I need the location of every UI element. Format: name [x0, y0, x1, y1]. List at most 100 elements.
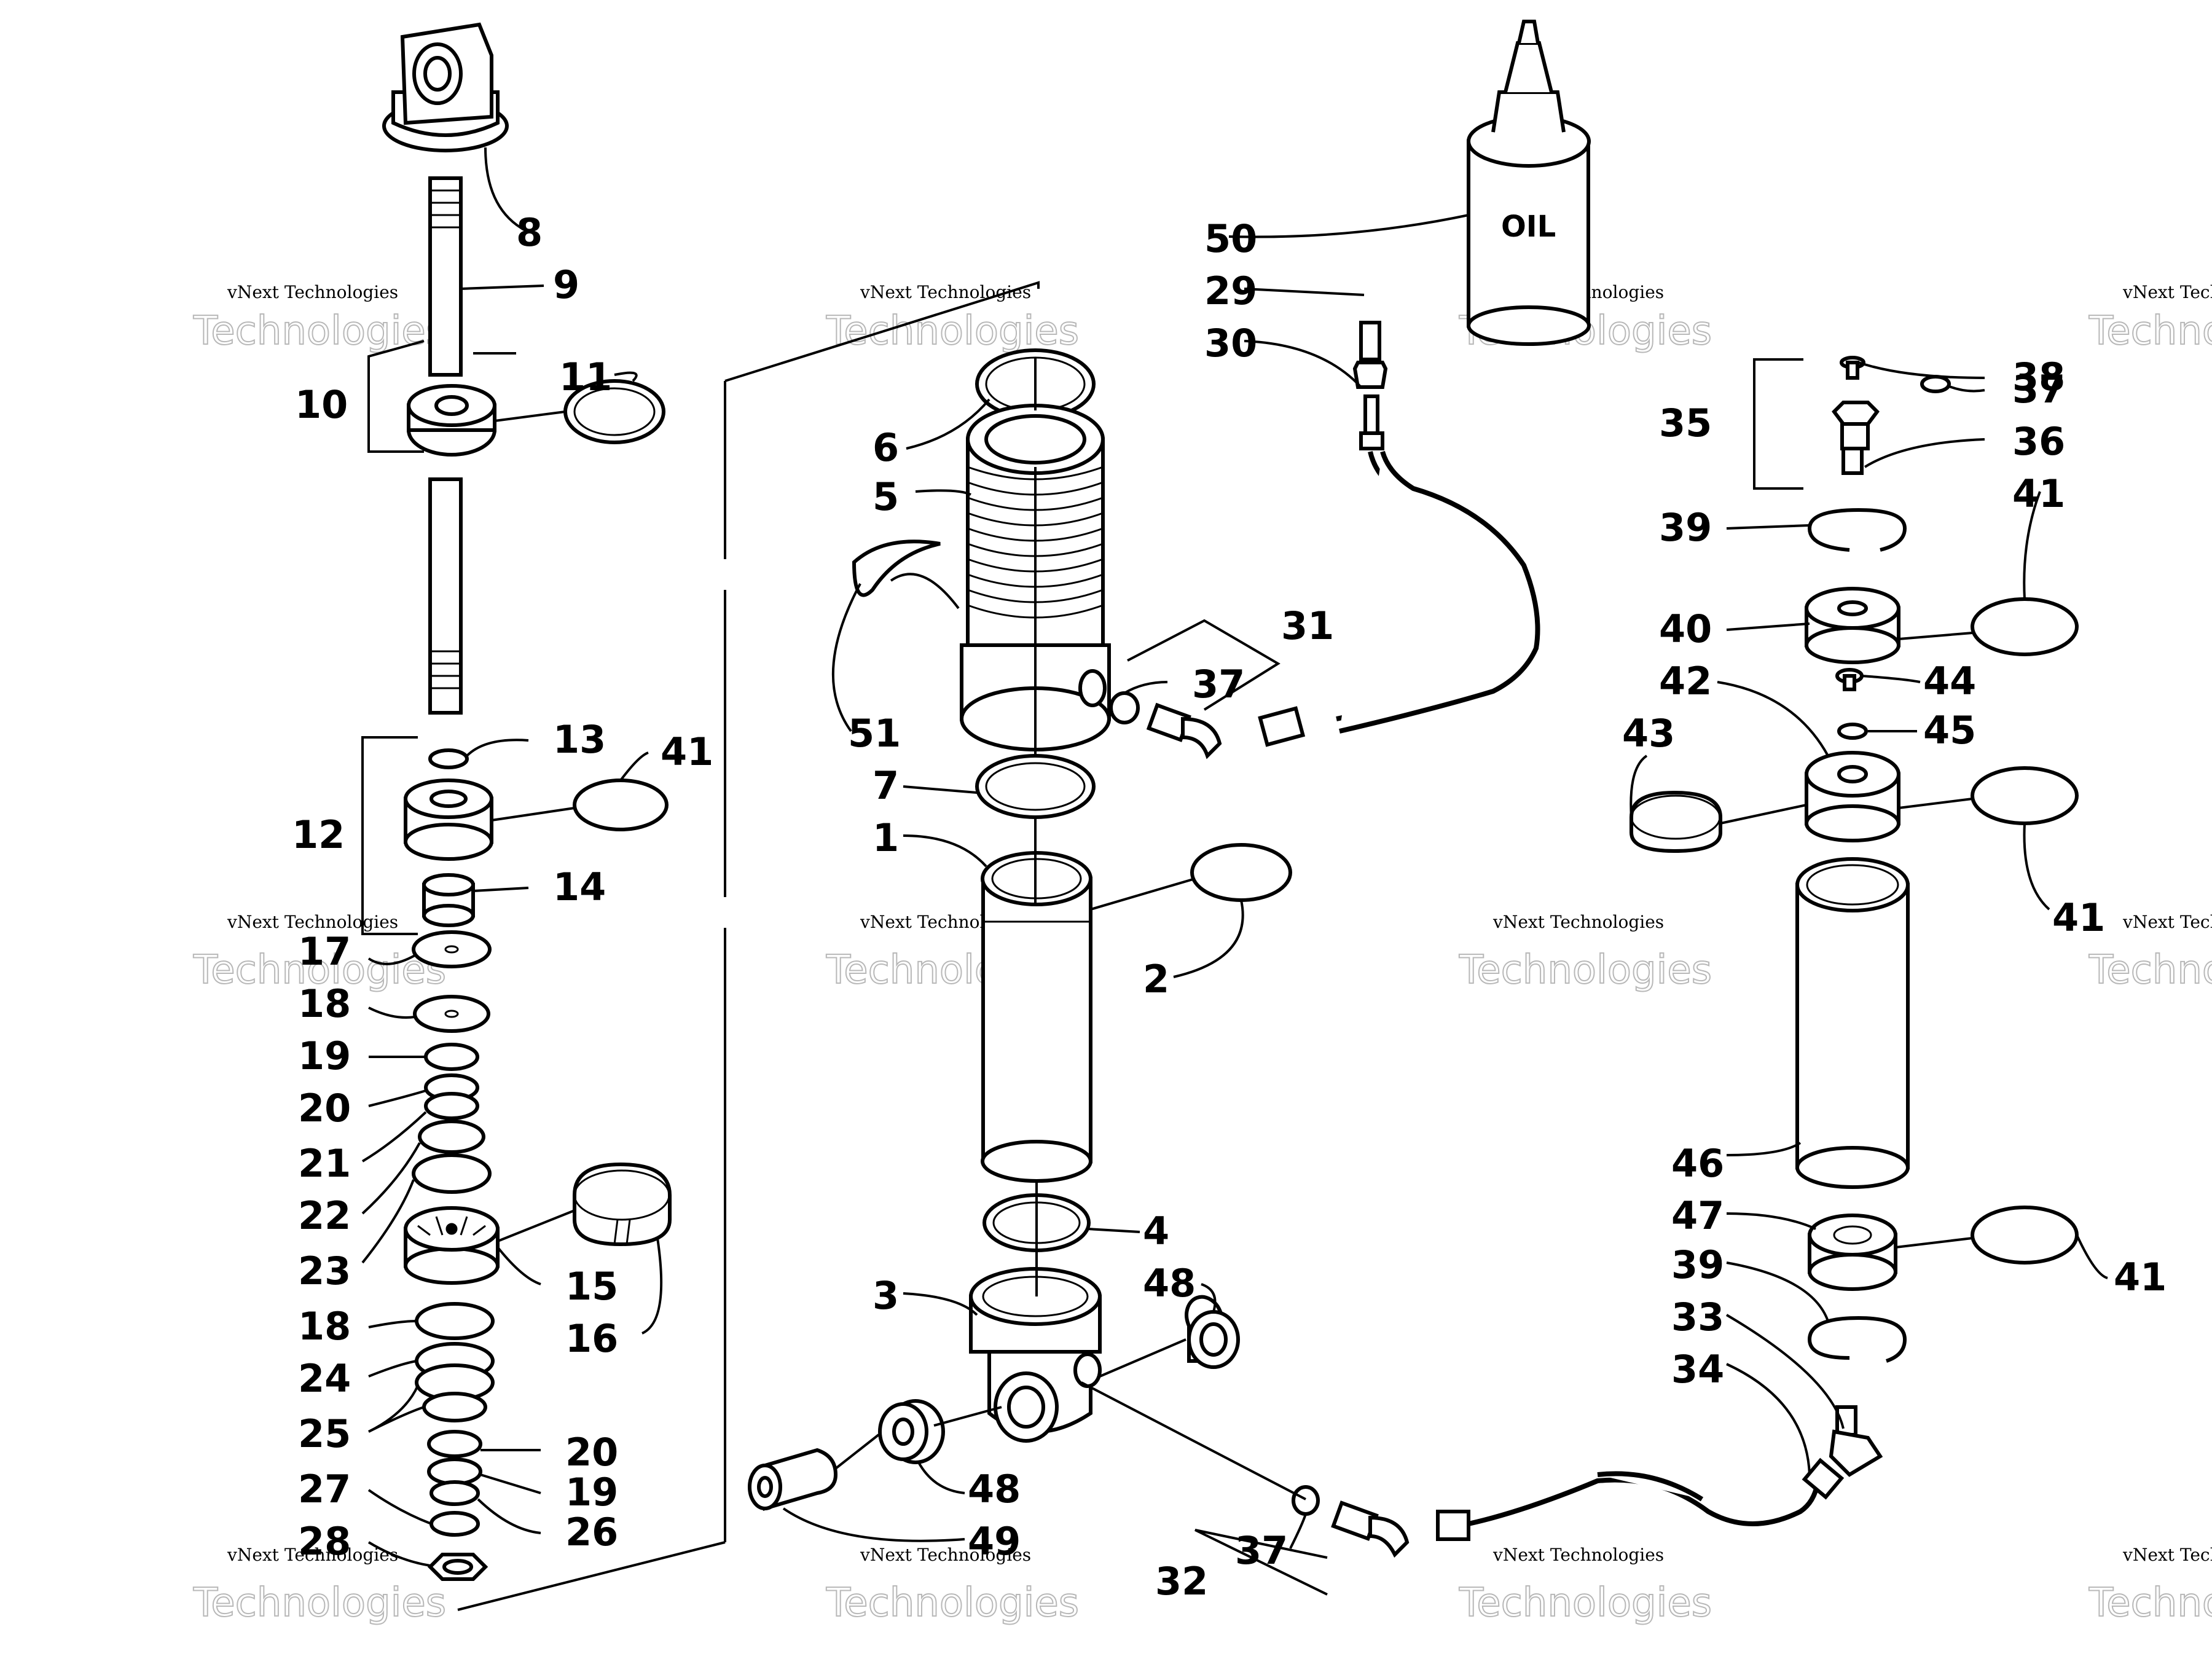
valve-fitting-part	[1352, 321, 1388, 450]
leader-lines	[361, 147, 2108, 1596]
reservoir-assembly	[1630, 356, 2079, 1363]
callout-47: 47	[1671, 1193, 1724, 1238]
watermark-big: Technologies	[193, 947, 446, 993]
o-ring-inner	[573, 387, 656, 436]
callout-15: 15	[565, 1264, 618, 1309]
split-ring-part	[573, 1162, 672, 1247]
callout-42: 42	[1659, 659, 1712, 704]
callout-40: 40	[1659, 606, 1712, 651]
washer-part	[1920, 375, 1951, 393]
watermark-small: vNext Technologies	[227, 1545, 398, 1565]
ring-part	[1190, 843, 1292, 902]
screw-part	[1840, 356, 1865, 380]
callout-19: 19	[298, 1033, 351, 1078]
callout-37: 37	[2012, 367, 2065, 412]
sleeve-part	[748, 1448, 838, 1512]
lower-eyelet-part	[969, 1267, 1102, 1443]
callout-23: 23	[298, 1249, 351, 1293]
seal-head-part	[407, 384, 496, 457]
callout-41: 41	[2114, 1255, 2167, 1300]
bushing-part	[1185, 1295, 1240, 1369]
ring-part	[975, 754, 1096, 819]
bushing-part	[422, 873, 475, 927]
watermark-small: vNext Technologies	[860, 1545, 1031, 1565]
floating-piston-part	[1805, 751, 1900, 842]
callout-50: 50	[1204, 216, 1257, 261]
callout-32: 32	[1155, 1559, 1208, 1604]
callout-1: 1	[873, 815, 899, 860]
callout-31: 31	[1281, 603, 1334, 648]
callout-20: 20	[298, 1086, 351, 1131]
callout-18: 18	[298, 1304, 351, 1349]
callout-17: 17	[298, 929, 351, 974]
clip-part	[852, 539, 941, 597]
callout-8: 8	[516, 210, 543, 255]
callout-19: 19	[565, 1470, 618, 1515]
callout-51: 51	[848, 711, 901, 756]
ring-part	[1971, 766, 2079, 825]
callout-41: 41	[661, 729, 713, 774]
watermark-big: Technologies	[826, 308, 1079, 354]
watermark-big: Technologies	[826, 1580, 1079, 1626]
callout-37: 37	[1235, 1528, 1288, 1573]
o-ring-part	[1292, 1485, 1320, 1516]
elbow-fitting-part	[1331, 1500, 1470, 1558]
callout-26: 26	[565, 1510, 618, 1555]
oil-bottle: OIL	[1467, 20, 1591, 346]
callout-43: 43	[1622, 711, 1675, 756]
callout-10: 10	[295, 382, 348, 427]
callout-39: 39	[1671, 1242, 1724, 1287]
callout-21: 21	[298, 1141, 351, 1186]
nut-part	[427, 1553, 488, 1581]
watermark-small: vNext Technologies	[1492, 1545, 1664, 1565]
watermark-small: vNext Technologies	[2122, 912, 2212, 932]
hose-fitting-part	[1802, 1405, 1883, 1500]
callout-46: 46	[1671, 1141, 1724, 1186]
shaft-assembly	[361, 22, 672, 1581]
callout-48: 48	[1143, 1261, 1196, 1306]
callout-35: 35	[1659, 401, 1712, 445]
watermark-big: Technologies	[1459, 1580, 1712, 1626]
watermark-small: vNext Technologies	[2122, 1545, 2212, 1565]
callout-6: 6	[873, 425, 899, 470]
watermark-big: Technologies	[2088, 947, 2212, 993]
callout-22: 22	[298, 1193, 351, 1238]
callout-28: 28	[298, 1519, 351, 1564]
watermark-small: vNext Technologies	[227, 282, 398, 302]
callout-36: 36	[2012, 419, 2065, 464]
split-ring-part	[1630, 790, 1722, 853]
ring-inner	[985, 762, 1086, 811]
watermark-big: Technologies	[193, 1580, 446, 1626]
washer-part	[1837, 723, 1868, 740]
callout-5: 5	[873, 474, 899, 519]
watermark-small: vNext Technologies	[227, 912, 398, 932]
callout-13: 13	[553, 717, 606, 762]
end-cap-part	[1808, 1214, 1897, 1291]
snap-ring-part	[1807, 1316, 1907, 1363]
reservoir-tube-part	[1795, 857, 1910, 1189]
callout-49: 49	[968, 1519, 1021, 1564]
callout-18: 18	[298, 981, 351, 1026]
callout-2: 2	[1143, 957, 1169, 1002]
watermark-small: vNext Technologies	[860, 282, 1031, 302]
callout-41: 41	[2052, 895, 2105, 940]
ring-part	[1971, 597, 2079, 656]
callout-48: 48	[968, 1467, 1021, 1512]
callout-24: 24	[298, 1356, 351, 1401]
watermark-small: vNext Technologies	[2122, 282, 2212, 302]
callout-34: 34	[1671, 1347, 1724, 1392]
washer-part	[428, 748, 469, 769]
lower-shaft-part	[428, 477, 463, 715]
oil-label: OIL	[1501, 210, 1556, 244]
reservoir-cap-part	[1805, 587, 1900, 664]
washer-stack	[412, 930, 492, 1194]
snap-ring-part	[1807, 508, 1907, 552]
callout-44: 44	[1923, 659, 1976, 704]
callout-3: 3	[873, 1273, 899, 1318]
eyelet-part	[382, 22, 509, 152]
watermark-big: Technologies	[2088, 1580, 2212, 1626]
lower-washer-stack	[415, 1302, 495, 1537]
callout-12: 12	[292, 812, 345, 857]
piston-part	[404, 1206, 500, 1285]
